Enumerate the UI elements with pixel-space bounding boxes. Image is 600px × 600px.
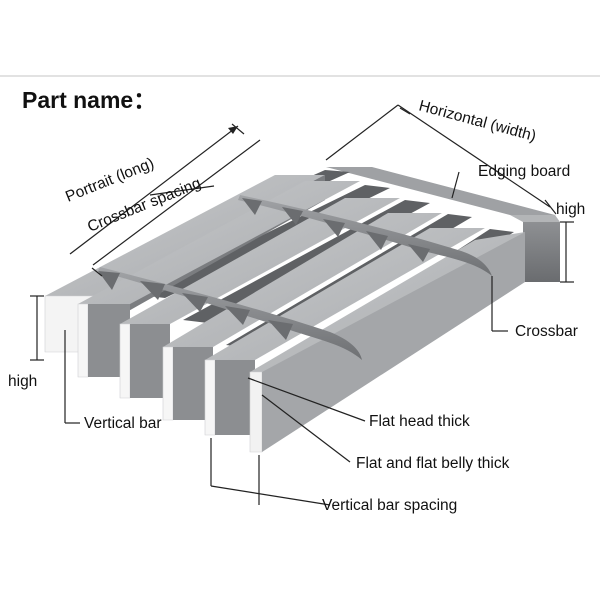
crossbars: [98, 195, 492, 360]
page-title: Part name：: [22, 87, 156, 113]
flat-head-thick-label: Flat head thick: [369, 413, 470, 430]
horizontal-width-label: Horizontal (width): [417, 97, 538, 145]
portrait-dimension-line: [69, 125, 239, 255]
high-label-right: high: [556, 201, 585, 218]
vertical-bar-spacing-label: Vertical bar spacing: [322, 497, 457, 514]
edging-board-label: Edging board: [478, 163, 570, 180]
flat-belly-thick-label: Flat and flat belly thick: [356, 455, 510, 472]
crossbar-back: [238, 195, 492, 276]
crossbar-label: Crossbar: [515, 323, 578, 340]
dimension-lines: [30, 104, 574, 506]
crossbar-front: [98, 267, 362, 360]
edging-board: [326, 167, 560, 282]
high-label-left: high: [8, 373, 37, 390]
vertical-bar-label: Vertical bar: [84, 415, 162, 432]
